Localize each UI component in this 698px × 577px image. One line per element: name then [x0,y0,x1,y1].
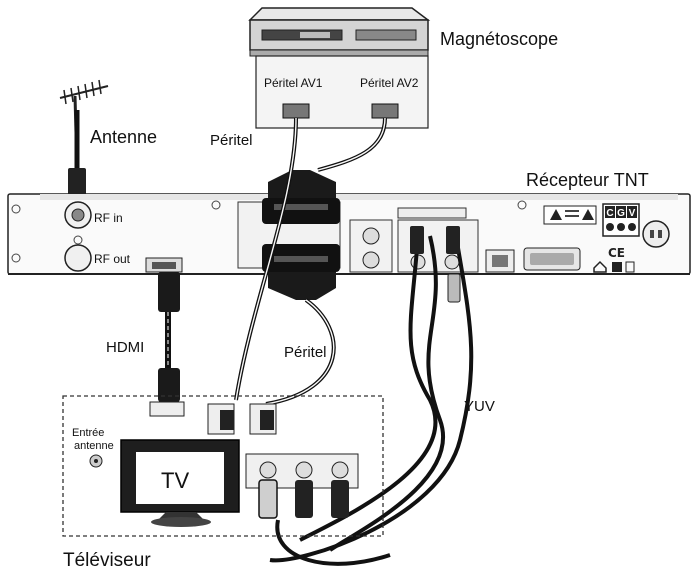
tv-scart-port-1 [207,403,235,435]
receiver-audio-panel [349,207,467,273]
antenna-icon [59,79,109,171]
vcr-av1-label: Péritel AV1 [264,76,323,90]
warning-label-icon [543,205,597,225]
tv-yuv-plugs [258,479,349,519]
antenna-plug [68,168,86,198]
tv-screen [120,439,240,527]
receiver-label: Récepteur TNT [526,170,649,190]
hdmi-cable [158,272,180,402]
power-inlet [642,220,670,248]
antenna-input-line-2: antenne [74,440,114,452]
tv-label: TV [161,468,189,493]
hdmi-label: HDMI [106,339,144,356]
tv-dashed-frame [62,395,384,537]
svg-text:C: C [606,208,613,219]
svg-text:V: V [629,208,636,219]
vcr-scart-av1 [282,103,310,119]
antenna-input-line-1: Entrée [72,427,104,439]
scart-plug-lower [262,244,340,300]
ce-mark-icon: CE [608,246,625,260]
peritel-lower-label: Péritel [284,344,327,361]
tv-hdmi-port [149,401,185,417]
svg-text:G: G [617,208,625,219]
vcr-label: Magnétoscope [440,29,558,49]
yuv-cables [269,235,474,566]
rf-in-port [64,201,92,229]
yuv-label: YUV [464,398,495,415]
receiver-device [7,193,691,275]
tv-scart-port-2 [249,403,277,435]
cgv-logo-icon: C G V [602,203,640,237]
power-symbols-icon [593,260,635,273]
vcr-av2-label: Péritel AV2 [360,76,419,90]
yuv-plugs-receiver [410,226,461,303]
rf-out-label: RF out [94,252,131,266]
vcr-device [248,7,431,129]
vcr-scart-av2 [371,103,399,119]
peritel-upper-label: Péritel [210,132,253,149]
antenna-label: Antenne [90,127,157,147]
receiver-hdmi-port [145,257,183,273]
rf-in-label: RF in [94,211,123,225]
television-label: Téléviseur [63,550,151,571]
receiver-optical-port [485,249,515,273]
rf-out-port [64,244,92,272]
scart-plug-upper [262,170,340,224]
receiver-rs232-port [523,247,581,271]
antenna-input-label: Entrée antenne [72,427,114,452]
tv-antenna-input-port [89,454,103,468]
